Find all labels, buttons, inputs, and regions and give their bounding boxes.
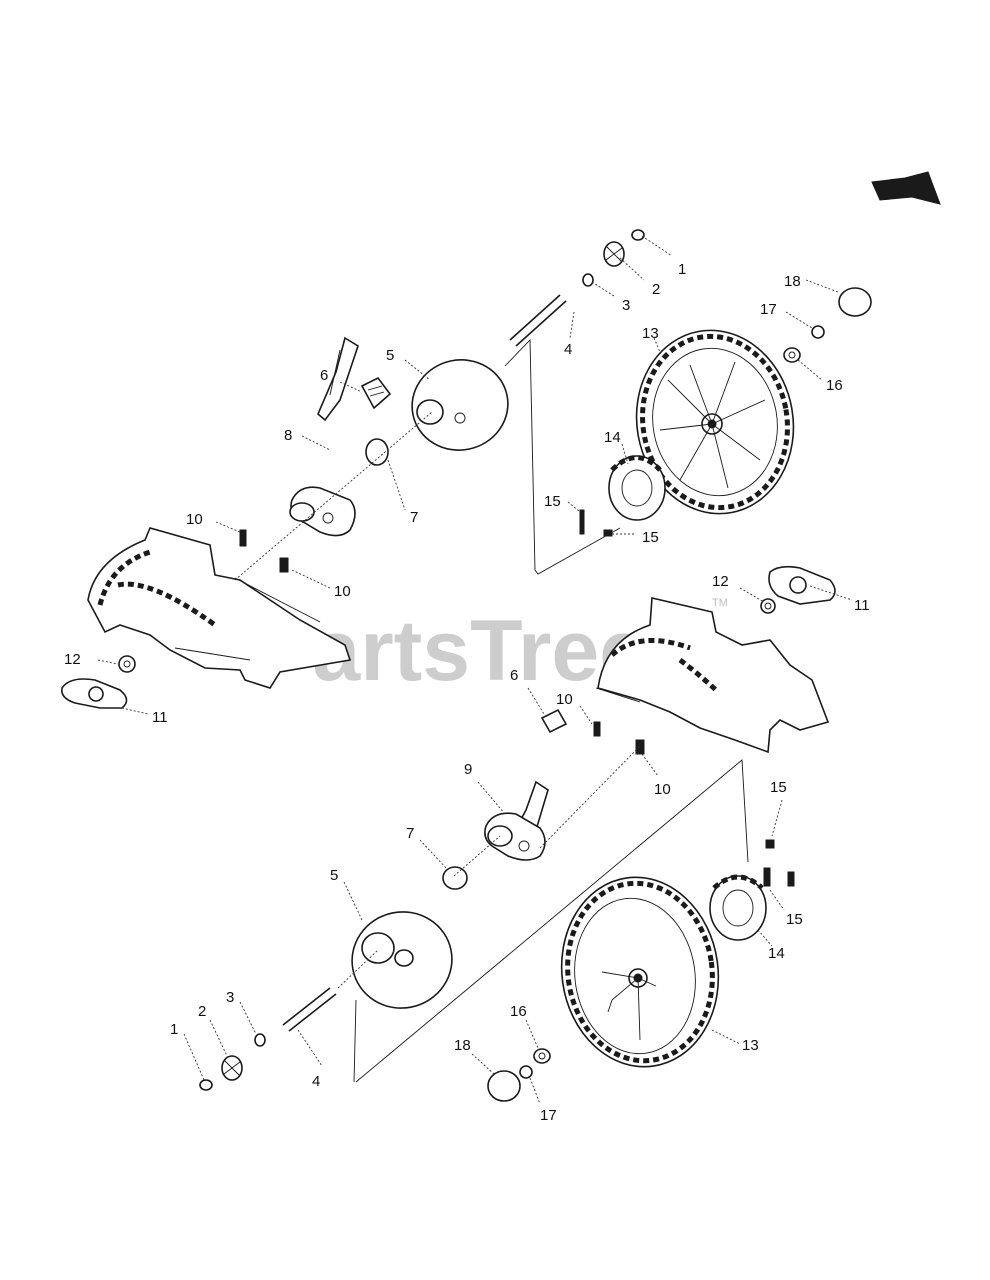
callout-upper-10a: 10	[186, 511, 203, 528]
callout-lower-9: 9	[464, 761, 472, 778]
upper-nut-17	[811, 325, 825, 339]
lower-screw-15c	[787, 871, 795, 887]
callout-lower-4: 4	[312, 1073, 320, 1090]
callout-lower-2: 2	[198, 1003, 206, 1020]
upper-clip-1	[631, 229, 645, 241]
callout-lower-16: 16	[510, 1003, 527, 1020]
upper-wheel	[635, 329, 795, 515]
callout-upper-13: 13	[642, 325, 659, 342]
lower-axle	[282, 745, 749, 1083]
callout-lower-10b: 10	[654, 781, 671, 798]
lower-ring-7	[442, 866, 468, 890]
lower-washer-16	[533, 1048, 551, 1064]
callout-upper-10b: 10	[334, 583, 351, 600]
lower-pivot-bracket	[768, 565, 836, 605]
upper-screw-15a	[579, 509, 585, 535]
callout-lower-18: 18	[454, 1037, 471, 1054]
lower-clip-6	[540, 708, 568, 734]
callout-upper-18: 18	[784, 273, 801, 290]
callout-upper-1: 1	[678, 261, 686, 278]
callout-lower-17: 17	[540, 1107, 557, 1124]
callout-lower-7: 7	[406, 825, 414, 842]
upper-callouts: 1 2 3 4 5 6 8 7 10 10 12 11 13 14 15 15 …	[64, 261, 843, 726]
lower-washer-12	[760, 598, 776, 614]
callout-upper-2: 2	[652, 281, 660, 298]
upper-housing	[87, 527, 352, 689]
upper-pinion-2	[603, 241, 625, 267]
callout-upper-3: 3	[622, 297, 630, 314]
lower-disc	[351, 911, 453, 1009]
callout-upper-17: 17	[760, 301, 777, 318]
upper-drive-gear	[608, 455, 666, 521]
lower-nut-17	[519, 1065, 533, 1079]
callout-lower-3: 3	[226, 989, 234, 1006]
callout-upper-16: 16	[826, 377, 843, 394]
callout-lower-15a: 15	[770, 779, 787, 796]
callout-upper-15a: 15	[544, 493, 561, 510]
lower-screw-15b	[763, 867, 771, 887]
callout-lower-1: 1	[170, 1021, 178, 1038]
upper-washer-3	[582, 273, 594, 287]
upper-assembly	[60, 229, 872, 715]
upper-disc	[411, 359, 509, 451]
callout-lower-11: 11	[854, 597, 870, 614]
watermark-trademark: TM	[712, 597, 728, 609]
lower-lever	[484, 780, 549, 861]
lower-hubcap-18	[487, 1070, 521, 1102]
lower-wheel	[560, 876, 720, 1068]
callout-upper-4: 4	[564, 341, 572, 358]
lower-callouts: 12 11 6 10 10 9 15 7 5 15 14 3 16 2 1 13…	[170, 573, 870, 1124]
upper-axle	[234, 294, 621, 581]
lower-drive-gear	[709, 874, 767, 941]
callout-upper-15b: 15	[642, 529, 659, 546]
lower-washer-3	[254, 1033, 266, 1047]
callout-upper-5: 5	[386, 347, 394, 364]
upper-clip-6	[360, 376, 392, 410]
upper-lever	[289, 336, 359, 537]
callout-lower-10a: 10	[556, 691, 573, 708]
upper-washer-16	[783, 347, 801, 363]
upper-screw-15b	[603, 529, 613, 537]
upper-ring-7	[365, 438, 389, 466]
callout-lower-6: 6	[510, 667, 518, 684]
lower-clip-1	[199, 1079, 213, 1091]
callout-lower-5: 5	[330, 867, 338, 884]
callout-upper-11: 11	[152, 709, 168, 726]
callout-lower-13: 13	[742, 1037, 759, 1054]
lower-assembly	[183, 565, 853, 1105]
upper-bolts	[239, 529, 289, 573]
upper-pivot-bracket	[60, 678, 128, 709]
upper-washer-12	[118, 655, 136, 673]
lower-bolt-10b	[635, 739, 645, 755]
lower-bolt-10a	[593, 721, 601, 737]
lower-housing	[595, 597, 830, 754]
callout-lower-14: 14	[768, 945, 785, 962]
callout-upper-6: 6	[320, 367, 328, 384]
callout-lower-12: 12	[712, 573, 729, 590]
direction-arrow-icon	[871, 171, 941, 205]
callout-upper-14: 14	[604, 429, 621, 446]
lower-screw-15a	[765, 839, 775, 849]
upper-hubcap-18	[838, 287, 872, 317]
callout-upper-8: 8	[284, 427, 292, 444]
callout-upper-12: 12	[64, 651, 81, 668]
callout-lower-15b: 15	[786, 911, 803, 928]
callout-upper-7: 7	[410, 509, 418, 526]
lower-pinion-2	[221, 1055, 243, 1081]
